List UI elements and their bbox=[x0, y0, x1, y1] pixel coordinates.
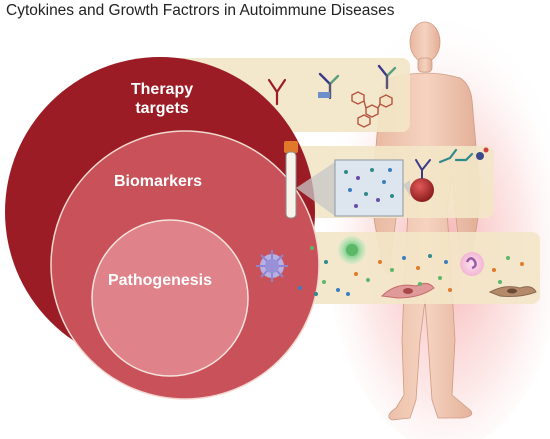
figure-title: Cytokines and Growth Factrors in Autoimm… bbox=[6, 2, 395, 19]
therapy-targets-label: Therapy targets bbox=[130, 81, 194, 117]
magnify-beam bbox=[296, 162, 335, 216]
magnify-beam bbox=[403, 180, 410, 196]
bispecific-antibody-icon bbox=[318, 72, 340, 100]
biomarkers-label: Biomarkers bbox=[113, 173, 203, 190]
small-molecule-icon bbox=[351, 91, 393, 128]
assay-bead-icon bbox=[410, 159, 434, 202]
fibroblast-icon bbox=[380, 282, 435, 299]
detection-antibody-icon bbox=[438, 147, 489, 164]
cytokine-dots bbox=[298, 246, 524, 296]
fibroblast-icon bbox=[488, 286, 537, 297]
blood-sample-tube-icon bbox=[284, 141, 298, 219]
lymphocyte-icon bbox=[338, 236, 366, 264]
dendritic-cell-icon bbox=[256, 250, 288, 282]
bispecific-antibody-icon bbox=[377, 64, 397, 90]
neutrophil-icon bbox=[460, 252, 484, 276]
assay-well bbox=[334, 159, 404, 217]
cytokine-dots bbox=[344, 168, 394, 208]
antibody-icon bbox=[267, 78, 287, 106]
pathogenesis-circle bbox=[91, 219, 249, 377]
pathogenesis-label: Pathogenesis bbox=[107, 272, 213, 289]
